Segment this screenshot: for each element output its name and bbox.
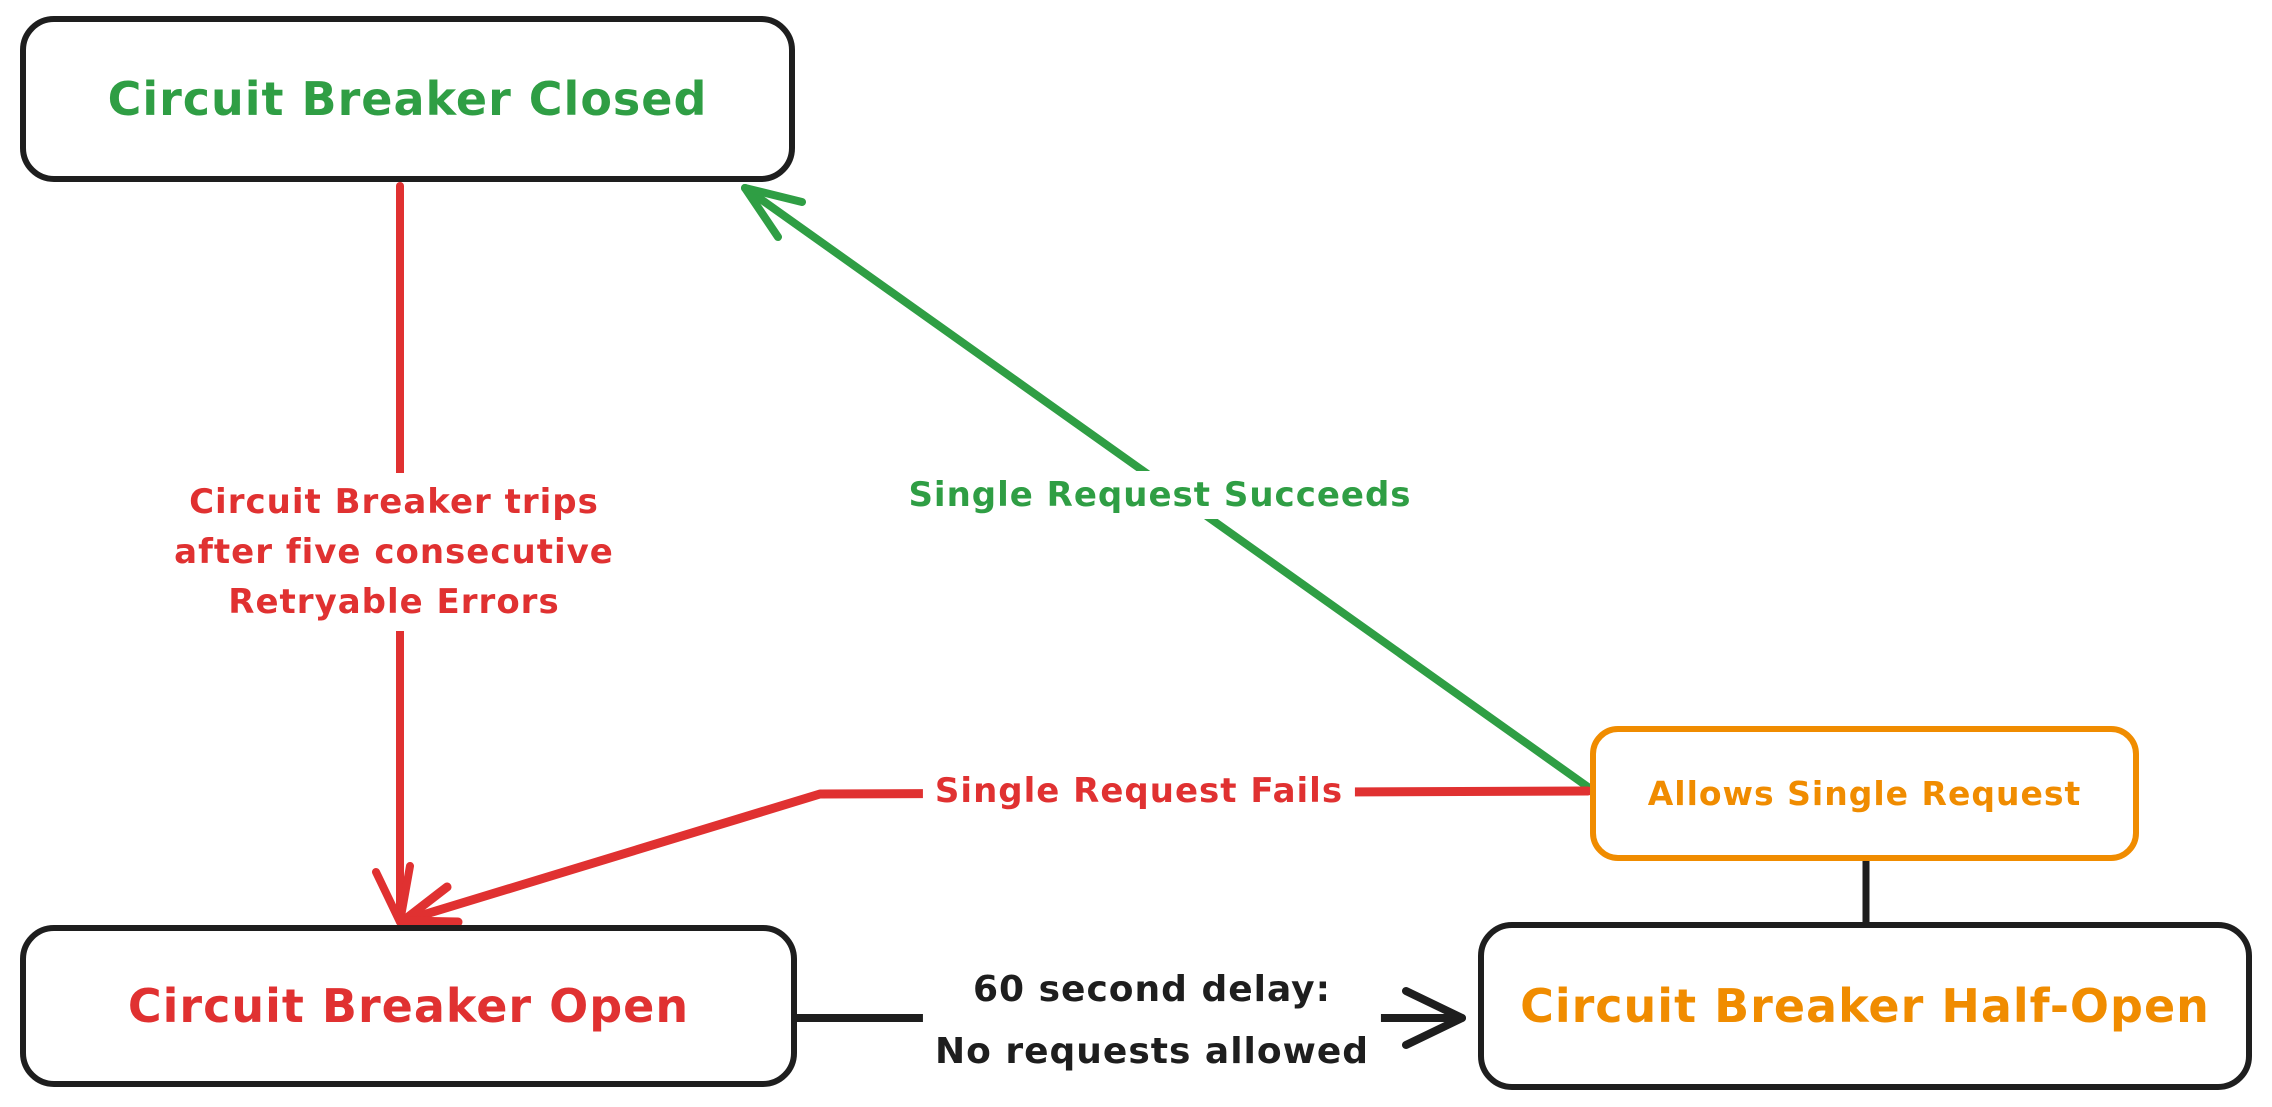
edge-label-trip-line-2: after five consecutive: [174, 532, 614, 572]
edge-label-trip-line-3: Retryable Errors: [228, 582, 560, 622]
node-circuit-breaker-half-open: Circuit Breaker Half-Open: [1478, 922, 2252, 1090]
edge-label-succeeds: Single Request Succeeds: [896, 471, 1424, 519]
edge-label-delay-line-2: No requests allowed: [934, 1031, 1370, 1072]
node-circuit-breaker-open: Circuit Breaker Open: [20, 925, 797, 1087]
node-circuit-breaker-closed-label: Circuit Breaker Closed: [107, 72, 708, 126]
edge-label-fails: Single Request Fails: [922, 767, 1356, 815]
edge-label-trip-line-1: Circuit Breaker trips: [189, 482, 599, 522]
node-circuit-breaker-closed: Circuit Breaker Closed: [20, 16, 795, 182]
edge-label-delay-line-1: 60 second delay:: [972, 969, 1332, 1010]
edge-label-delay: 60 second delay: No requests allowed: [922, 955, 1382, 1087]
node-allows-single-request: Allows Single Request: [1590, 726, 2139, 861]
node-allows-single-request-label: Allows Single Request: [1647, 774, 2082, 813]
node-circuit-breaker-half-open-label: Circuit Breaker Half-Open: [1520, 979, 2210, 1033]
node-circuit-breaker-open-label: Circuit Breaker Open: [127, 979, 690, 1033]
edge-label-trip: Circuit Breaker trips after five consecu…: [162, 473, 626, 631]
